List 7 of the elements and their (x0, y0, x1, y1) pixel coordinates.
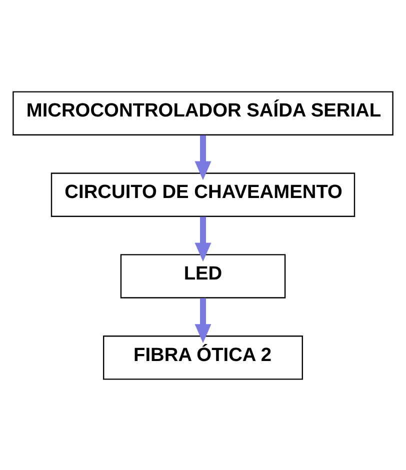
node-box: LED (120, 254, 286, 298)
node-box: FIBRA ÓTICA 2 (103, 335, 303, 380)
node-box: CIRCUITO DE CHAVEAMENTO (50, 172, 356, 216)
arrow (194, 216, 212, 262)
node-box: MICROCONTROLADOR SAÍDA SERIAL (12, 90, 394, 135)
arrow (194, 298, 212, 343)
arrow (194, 134, 212, 180)
